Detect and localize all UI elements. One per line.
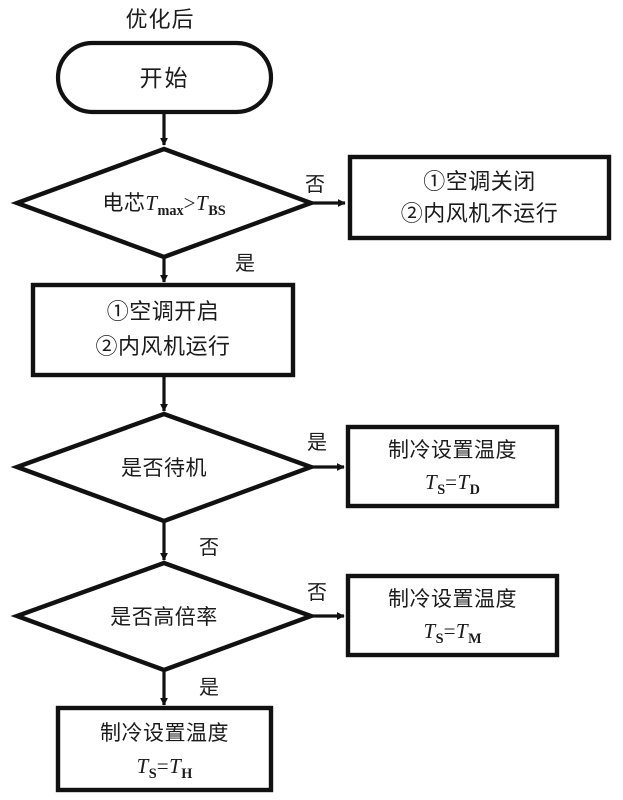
ac-off-box-shape xyxy=(347,154,612,241)
decision-standby-label: 是否待机 xyxy=(121,456,207,480)
decision-cell-temp-var2: T xyxy=(196,191,209,215)
cooling-setpoint-m-formula: TS=TM xyxy=(348,618,557,649)
cooling-setpoint-h-formula-op: = xyxy=(156,754,170,778)
cooling-setpoint-h-line-1: 制冷设置温度 xyxy=(100,721,229,745)
edge-label-cell-temp-yes: 是 xyxy=(235,253,255,275)
cooling-setpoint-h-shape xyxy=(55,705,274,793)
decision-standby-shape xyxy=(10,411,318,524)
cooling-setpoint-d-formula-left-sub: S xyxy=(437,482,446,499)
decision-cell-temp-var1: T xyxy=(145,191,158,215)
cooling-setpoint-m-formula-left: T xyxy=(423,619,436,643)
decision-cell-temp-operator: > xyxy=(183,191,197,215)
ac-off-box-line-1: ①空调关闭 xyxy=(423,169,536,194)
ac-on-box-line-2: ②内风机运行 xyxy=(95,334,231,359)
ac-on-box-line-1: ①空调开启 xyxy=(106,299,220,324)
start-terminal-label: 开始 xyxy=(139,66,190,91)
decision-cell-temp-shape xyxy=(10,146,318,260)
cooling-setpoint-m-shape xyxy=(345,573,560,658)
cooling-setpoint-d-formula-left: T xyxy=(425,470,438,494)
edge-label-high-rate-yes: 是 xyxy=(199,677,219,699)
decision-cell-temp-label: 电芯Tmax>TBS xyxy=(17,190,311,221)
edge-label-high-rate-no: 否 xyxy=(307,582,327,604)
cooling-setpoint-d-line-1: 制冷设置温度 xyxy=(388,438,517,462)
cooling-setpoint-m-formula-right: T xyxy=(455,619,469,643)
edge-label-cell-temp-no: 否 xyxy=(305,174,325,196)
edge-label-standby-no: 否 xyxy=(199,537,219,559)
cooling-setpoint-m-line-1: 制冷设置温度 xyxy=(388,587,517,611)
cooling-setpoint-m-formula-left-sub: S xyxy=(435,631,444,648)
decision-high-rate-label: 是否高倍率 xyxy=(110,605,218,629)
ac-off-box-line-2: ②内风机不运行 xyxy=(400,201,559,226)
decision-cell-temp-prefix: 电芯 xyxy=(102,191,146,215)
cooling-setpoint-h-formula: TS=TH xyxy=(58,753,271,784)
page-title: 优化后 xyxy=(125,7,195,32)
start-terminal-shape xyxy=(55,40,274,115)
cooling-setpoint-h-formula-left-sub: S xyxy=(148,766,157,783)
decision-cell-temp-var1-sub: max xyxy=(157,203,184,220)
decision-cell-temp-var2-sub: BS xyxy=(208,203,226,220)
cooling-setpoint-m-formula-op: = xyxy=(443,619,456,643)
cooling-setpoint-h-formula-right: T xyxy=(169,754,182,778)
decision-high-rate-shape xyxy=(10,560,318,673)
cooling-setpoint-d-formula-op: = xyxy=(445,470,458,494)
cooling-setpoint-m-formula-right-sub: M xyxy=(468,631,482,648)
ac-on-box-shape xyxy=(30,282,296,378)
cooling-setpoint-d-shape xyxy=(345,424,560,509)
cooling-setpoint-d-formula-right-sub: D xyxy=(469,482,480,499)
cooling-setpoint-h-formula-left: T xyxy=(136,754,149,778)
cooling-setpoint-d-formula-right: T xyxy=(457,470,470,494)
edge-label-standby-yes: 是 xyxy=(307,432,327,454)
cooling-setpoint-d-formula: TS=TD xyxy=(348,469,557,500)
cooling-setpoint-h-formula-right-sub: H xyxy=(181,766,193,783)
